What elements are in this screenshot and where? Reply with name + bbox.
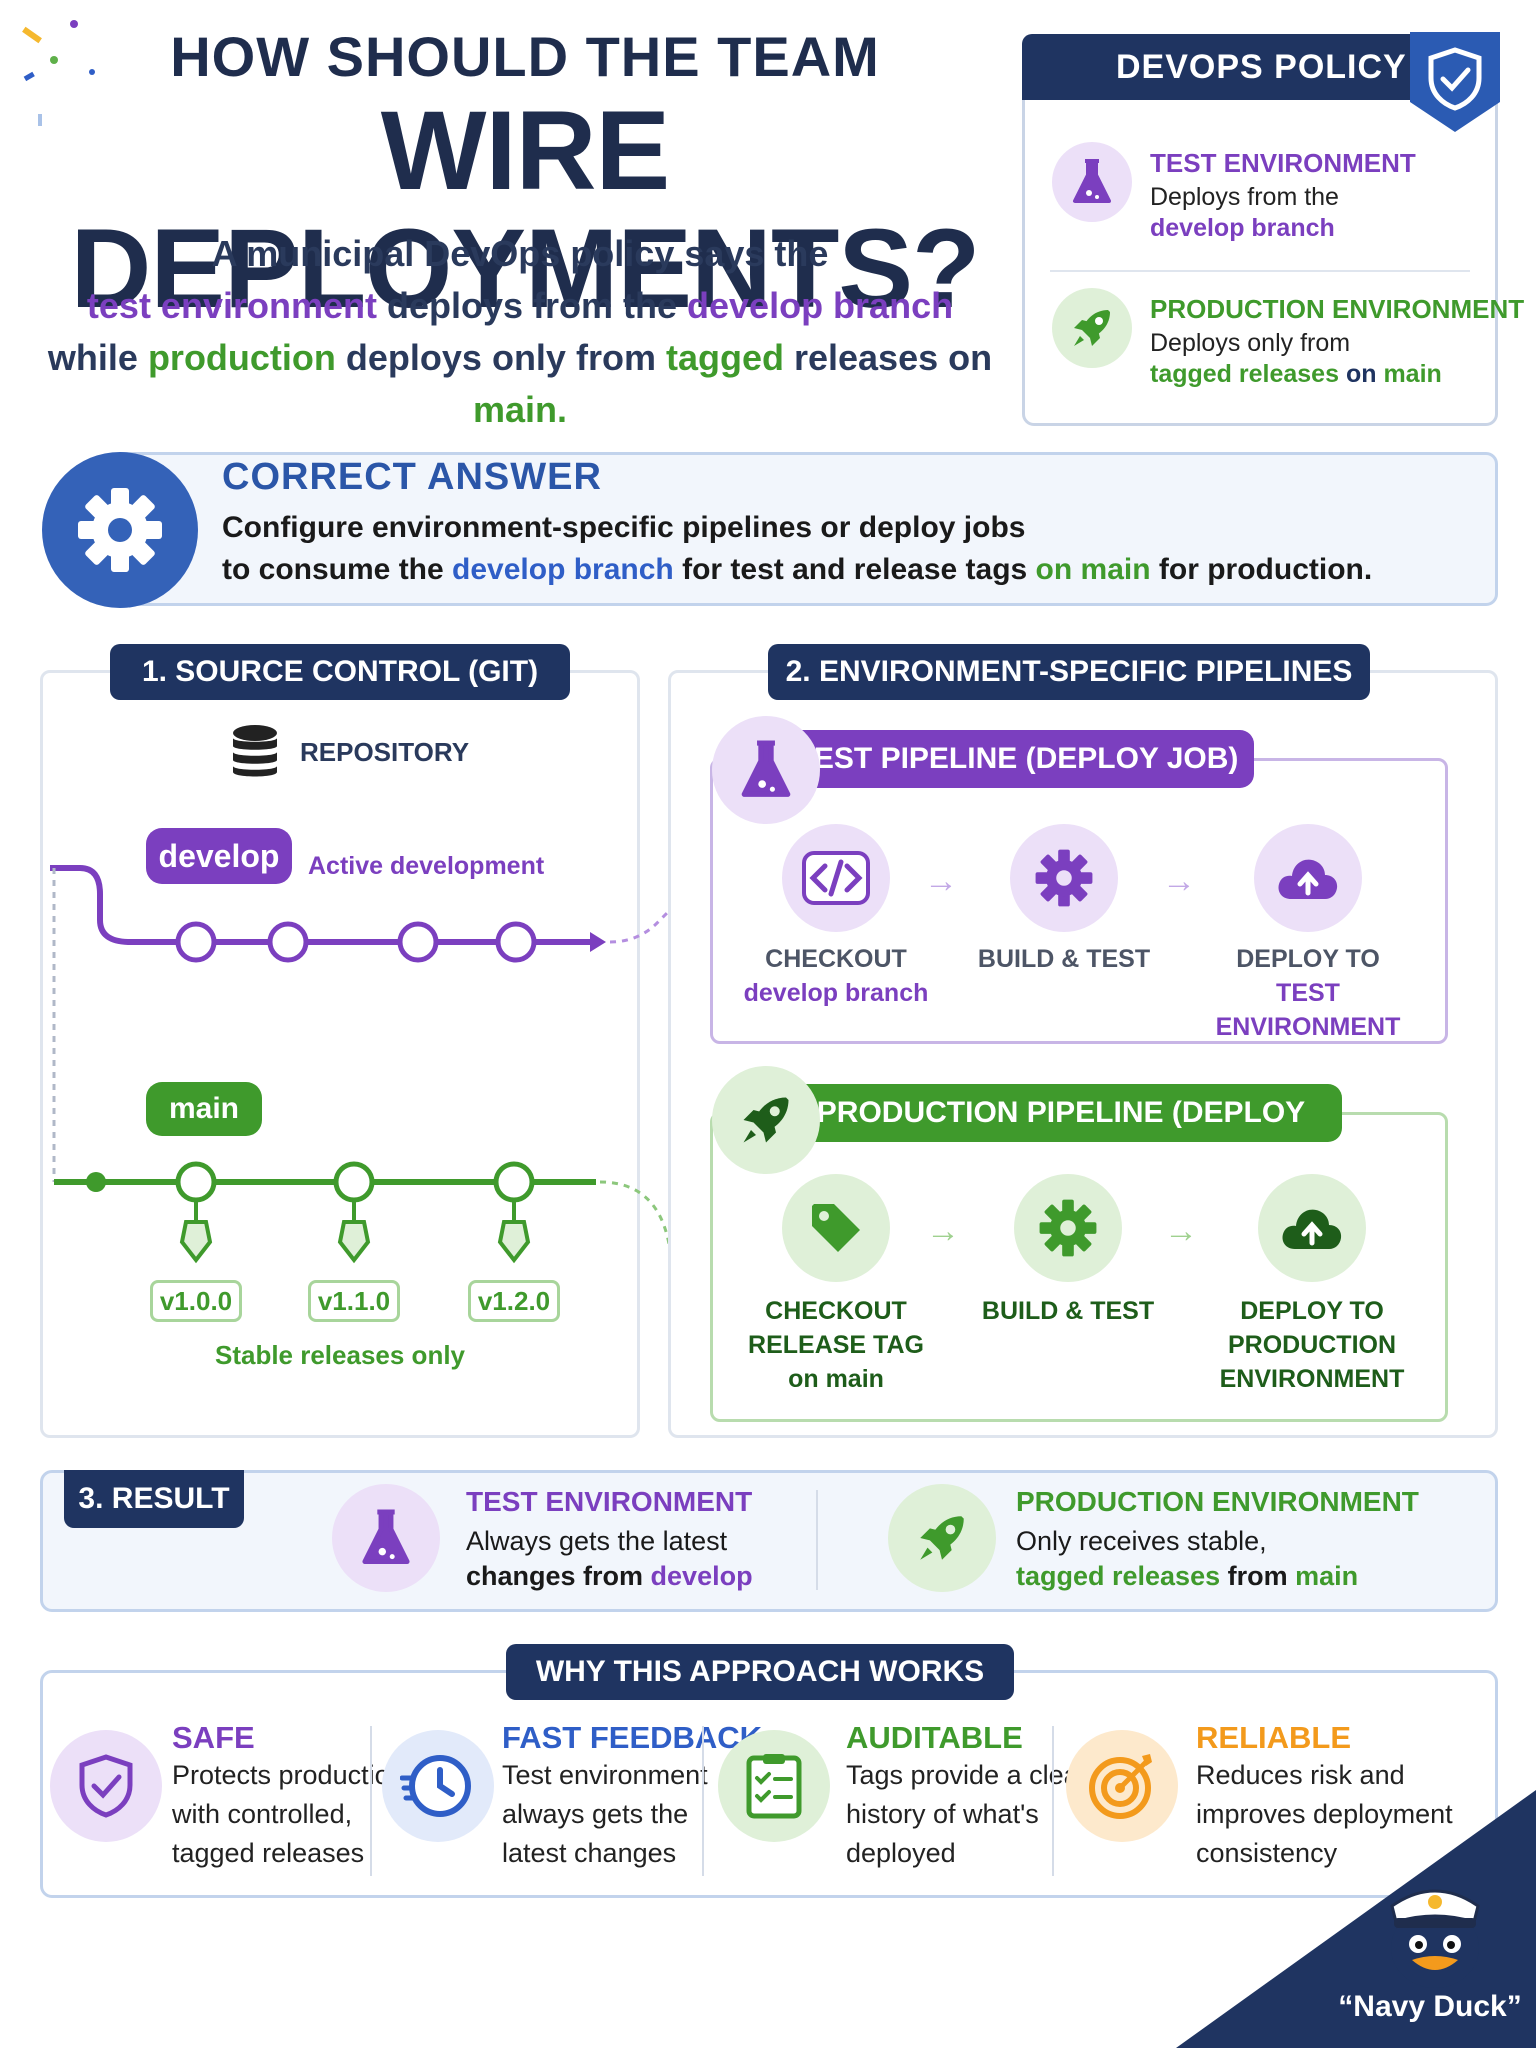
confetti-decoration [22, 20, 95, 126]
why-divider [1052, 1726, 1054, 1876]
source-control-tag: 1. SOURCE CONTROL (GIT) [110, 644, 570, 700]
flask-icon [1052, 142, 1132, 222]
shield-check-icon [50, 1730, 162, 1842]
result-tag: 3. RESULT [64, 1470, 244, 1528]
flask-icon [332, 1484, 440, 1592]
develop-note: Active development [308, 852, 545, 880]
prod-stage-checkout: CHECKOUT RELEASE TAG on main [748, 1297, 924, 1393]
checklist-icon [718, 1730, 830, 1842]
main-note: Stable releases only [214, 1340, 466, 1370]
why-divider [702, 1726, 704, 1876]
intro-line-3: while production deploys only from tagge… [47, 337, 993, 430]
test-stage-checkout: CHECKOUT develop branch [743, 945, 929, 1007]
result-box [40, 1470, 1498, 1612]
flask-icon [712, 716, 820, 824]
version-tag: v1.1.0 [308, 1280, 400, 1322]
why-item-auditable: AUDITABLE Tags provide a clear history o… [846, 1720, 1088, 1868]
cloud-upload-icon [1254, 824, 1362, 932]
test-stage-build: BUILD & TEST [977, 945, 1151, 973]
test-stage-deploy: DEPLOY TO TEST ENVIRONMENT [1215, 945, 1401, 1041]
page-title: WIRE DEPLOYMENTS? [70, 88, 981, 331]
answer-content: CORRECT ANSWER Configure environment-spe… [222, 456, 1373, 586]
code-icon [782, 824, 890, 932]
gear-icon [1014, 1174, 1122, 1282]
arrow-icon: → [926, 1212, 960, 1250]
gear-icon [78, 488, 162, 572]
version-tag: v1.2.0 [468, 1280, 560, 1322]
why-item-fast-feedback: FAST FEEDBACK Test environment always ge… [502, 1720, 763, 1868]
cloud-upload-icon [1258, 1174, 1366, 1282]
policy-prod: PRODUCTION ENVIRONMENT Deploys only from… [1150, 294, 1525, 388]
result-test: TEST ENVIRONMENT Always gets the latest … [466, 1486, 753, 1591]
shield-check-icon [1428, 47, 1482, 111]
intro-line-2: test environment deploys from the develo… [86, 285, 954, 326]
target-icon [1066, 1730, 1178, 1842]
result-divider [816, 1490, 818, 1590]
why-divider [370, 1726, 372, 1876]
rocket-icon [1052, 288, 1132, 368]
repository-label: REPOSITORY [300, 737, 470, 767]
duck-mascot-icon [1390, 1889, 1480, 1988]
rocket-icon [888, 1484, 996, 1592]
clock-icon [382, 1730, 494, 1842]
develop-branch-pill: develop [146, 828, 292, 884]
prod-pipeline-title: PRODUCTION PIPELINE (DEPLOY JOB) [780, 1084, 1342, 1187]
arrow-icon: → [1162, 862, 1196, 900]
intro-line-1: A municipal DevOps policy says the [211, 233, 829, 274]
main-branch-pill: main [146, 1082, 262, 1136]
prod-stage-build: BUILD & TEST [981, 1297, 1155, 1325]
test-pipeline-title: TEST PIPELINE (DEPLOY JOB) [780, 730, 1254, 788]
policy-divider [1050, 270, 1470, 272]
gear-icon [1010, 824, 1118, 932]
answer-box [110, 452, 1498, 606]
rocket-icon [712, 1066, 820, 1174]
why-item-safe: SAFE Protects production with controlled… [172, 1720, 405, 1868]
arrow-icon: → [1164, 1212, 1198, 1250]
tag-icon [782, 1174, 890, 1282]
why-item-reliable: RELIABLE Reduces risk and improves deplo… [1196, 1720, 1453, 1868]
policy-test: TEST ENVIRONMENT Deploys from the develo… [1150, 148, 1416, 242]
title-small: HOW SHOULD THE TEAM [170, 25, 880, 88]
arrow-icon: → [924, 862, 958, 900]
database-icon [233, 725, 277, 777]
prod-stage-deploy: DEPLOY TO PRODUCTION ENVIRONMENT [1219, 1297, 1405, 1393]
result-prod: PRODUCTION ENVIRONMENT Only receives sta… [1016, 1486, 1419, 1591]
pipelines-tag: 2. ENVIRONMENT-SPECIFIC PIPELINES [768, 644, 1370, 700]
intro-text: A municipal DevOps policy says the test … [40, 228, 1000, 436]
mascot-label: “Navy Duck” [1338, 1990, 1522, 2023]
why-tag: WHY THIS APPROACH WORKS [506, 1644, 1014, 1700]
version-tag: v1.0.0 [150, 1280, 242, 1322]
